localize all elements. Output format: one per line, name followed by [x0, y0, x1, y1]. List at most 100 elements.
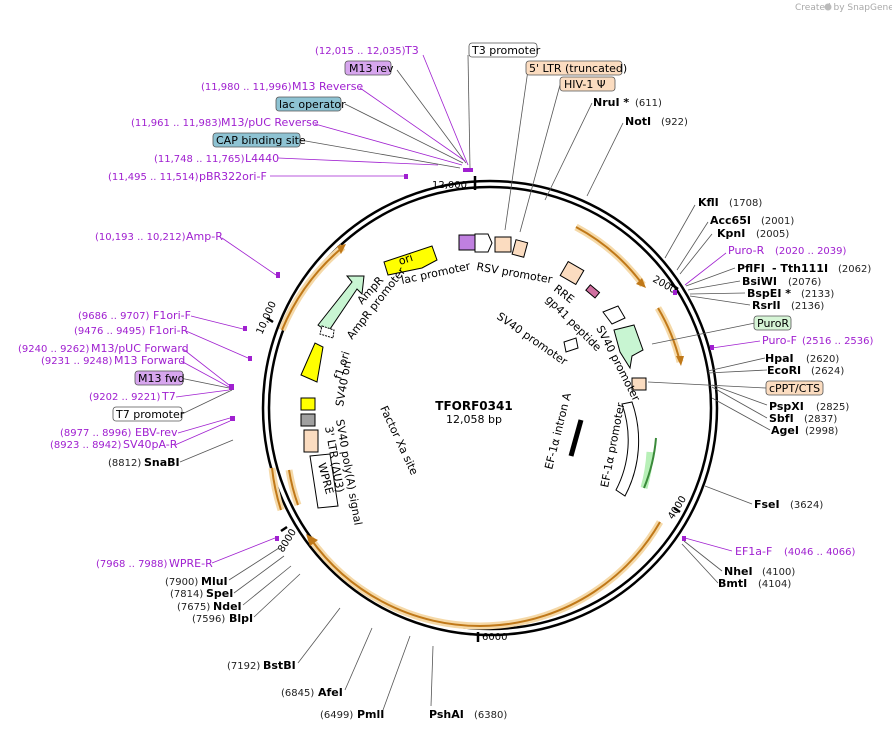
factor-xa-label: Factor Xa site [377, 404, 420, 478]
m13-rev-box [344, 60, 392, 76]
rsv-promoter-label: RSV promoter [475, 260, 553, 286]
orf-arc-ampr-arrow-icon [337, 244, 346, 254]
primer-m13puc-rev-coords: (11,961 .. 11,983) [131, 118, 222, 129]
orf-arc-2-glow [654, 306, 684, 363]
puror-box [753, 315, 792, 331]
enzyme-ecori: EcoRI [767, 364, 801, 377]
t7-promoter-box [112, 406, 183, 422]
orf-arc-ampr [281, 246, 344, 331]
enzyme-bstbi: BstBI [263, 659, 296, 672]
grey-feature [300, 413, 316, 427]
lac-operator-label: lac operator [279, 98, 346, 111]
enzyme-afei-pos: (6845) [281, 688, 314, 699]
primer-mark-puror [673, 290, 677, 295]
m13-fwd-label: M13 fwd [138, 372, 185, 385]
sv40-promoter-small-feature [563, 337, 579, 353]
primer-puro-r-coords: (2020 .. 2039) [775, 246, 847, 257]
primer-ef1a-name: EF1a-F [735, 545, 772, 558]
m13-fwd-box [134, 370, 184, 386]
primer-m13rev-coords: (11,980 .. 11,996) [201, 82, 292, 93]
enzyme-bmti-pos: (4104) [758, 579, 791, 590]
orf-arc-4 [288, 469, 299, 506]
lac-region-feature [458, 234, 476, 251]
ampr-feature [317, 275, 365, 333]
enzyme-labels: NruI * (611) NotI (922) KflI (1708) Acc6… [108, 96, 871, 721]
orf-arc-1 [575, 226, 644, 286]
primer-l4440-name: L4440 [245, 152, 279, 165]
cppt-box [765, 380, 824, 396]
orf-arc-large [309, 521, 661, 627]
enzyme-bstbi-pos: (7192) [227, 661, 260, 672]
enzyme-pshai-pos: (6380) [474, 710, 507, 721]
enzyme-tth111i-pos: (2062) [838, 264, 871, 275]
enzyme-kpni-pos: (2005) [756, 229, 789, 240]
f1-ori-feature [300, 342, 324, 383]
enzyme-bspei: BspEI * [747, 287, 791, 300]
primer-pbr322-name: pBR322ori-F [199, 170, 267, 183]
t3-promoter-label: T3 promoter [471, 44, 541, 57]
primer-puro-r-name: Puro-R [728, 244, 765, 257]
enzyme-rsrii-pos: (2136) [791, 301, 824, 312]
enzyme-tth111i: - Tth111I [772, 262, 828, 275]
orf-arc-1-glow [574, 223, 646, 288]
enzyme-nrui: NruI * [593, 96, 629, 109]
enzyme-pflfi: PflFI [737, 262, 765, 275]
tick-8000 [280, 525, 288, 533]
enzyme-snabi-pos: (8812) [108, 458, 141, 469]
tick-label-6000: 6000 [482, 632, 507, 643]
t7-promoter-label: T7 promoter [115, 408, 185, 421]
primer-mark-wpre [275, 536, 279, 541]
enzyme-kpni: KpnI [717, 227, 745, 240]
primer-pbr322-coords: (11,495 .. 11,514) [108, 172, 199, 183]
enzyme-agei: AgeI [771, 424, 799, 437]
tick-label-8000: 8000 [276, 527, 299, 554]
primer-m13fwd-coords: (9231 .. 9248) [41, 356, 113, 367]
sv40-ori-feature [300, 397, 316, 411]
primer-t7-name: T7 [161, 390, 176, 403]
orf-arc-large-glow [307, 520, 664, 630]
enzyme-ecori-pos: (2624) [811, 366, 844, 377]
enzyme-pspxi-pos: (2825) [816, 402, 849, 413]
puro-feature [613, 324, 644, 370]
primer-sv40pa-name: SV40pA-R [123, 438, 178, 451]
ef1a-intron-label: EF-1α intron A [542, 391, 574, 471]
rre-feature [559, 260, 585, 286]
enzyme-kfli-pos: (1708) [729, 198, 762, 209]
primer-ebv-name: EBV-rev [135, 426, 178, 439]
enzyme-noti-pos: (922) [661, 117, 688, 128]
primer-ef1a-coords: (4046 .. 4066) [784, 547, 856, 558]
puro-orf [643, 437, 657, 489]
enzyme-nrui-pos: (611) [635, 98, 662, 109]
enzyme-hpai: HpaI [765, 352, 794, 365]
primer-m13fwd-name: M13 Forward [114, 354, 185, 367]
enzyme-blpi: BlpI [229, 612, 253, 625]
enzyme-mlui-pos: (7900) [165, 577, 198, 588]
primer-labels: (12,015 .. 12,035) T3 (11,980 .. 11,996)… [18, 44, 874, 570]
primer-mark-purof [710, 345, 714, 350]
cap-binding-label: CAP binding site [216, 134, 306, 147]
ltr-feature [511, 239, 529, 258]
orf-arc-1-arrow-icon [636, 278, 646, 288]
plasmid-size: 12,058 bp [446, 413, 502, 426]
ori-feature [383, 245, 438, 276]
enzyme-noti: NotI [625, 115, 651, 128]
ef1a-promoter-feature [615, 401, 640, 497]
lac-promoter-feature [474, 233, 493, 253]
enzyme-fsei: FseI [754, 498, 780, 511]
primer-mark-m13f [229, 384, 234, 390]
enzyme-mlui: MluI [201, 575, 228, 588]
m13-rev-label: M13 rev [349, 62, 394, 75]
primer-t7-coords: (9202 .. 9221) [89, 392, 161, 403]
tick-label-4000: 4000 [666, 494, 689, 521]
3ltr-feature [303, 429, 319, 453]
primer-m13rev-name: M13 Reverse [292, 80, 363, 93]
watermark: Created by SnapGene [795, 3, 892, 13]
gp41-feature [585, 284, 601, 299]
t3-promoter-box [468, 42, 538, 58]
backbone-outer [261, 179, 719, 637]
ef1a-intron-feature [568, 419, 584, 457]
primer-puro-f-coords: (2516 .. 2536) [802, 336, 874, 347]
primer-mark-ampr [276, 272, 280, 278]
primer-wpre-coords: (7968 .. 7988) [96, 559, 168, 570]
